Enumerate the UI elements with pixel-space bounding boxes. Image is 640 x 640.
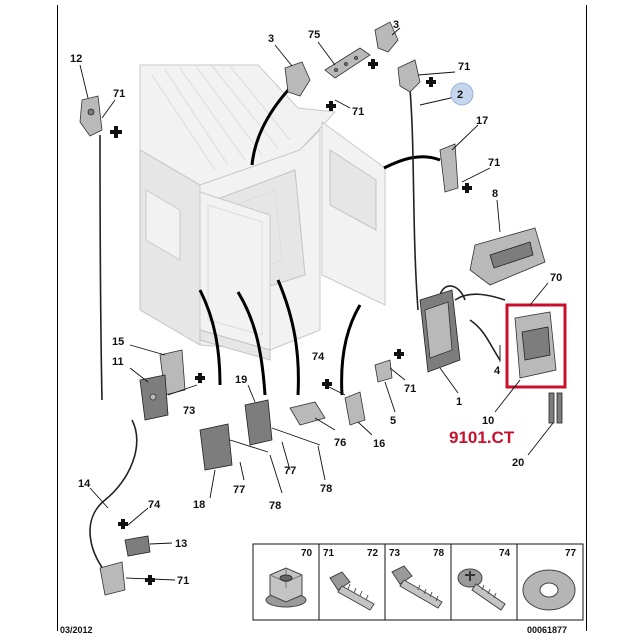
legend-label-71: 71: [323, 548, 335, 559]
callout-labels: 12 71 3 75 3 71 71 2 17 71 8 70 15 11 73…: [70, 19, 562, 587]
callout-70: 70: [550, 272, 562, 284]
cables: [89, 89, 506, 576]
washer-icon: [522, 569, 576, 611]
flange-nut-icon: [265, 567, 307, 608]
callout-17: 17: [476, 115, 488, 127]
callout-1: 1: [456, 396, 462, 408]
callout-74-lower: 74: [148, 499, 161, 511]
callout-18: 18: [193, 499, 205, 511]
leader-lines: [79, 27, 554, 581]
part-12-upper-lock: [79, 95, 103, 137]
legend-label-77: 77: [565, 548, 577, 559]
callout-14: 14: [78, 478, 91, 490]
callout-15: 15: [112, 336, 124, 348]
legend-label-70: 70: [301, 548, 313, 559]
callout-20: 20: [512, 457, 524, 469]
callout-5: 5: [390, 415, 396, 427]
callout-78-left: 78: [269, 500, 281, 512]
callout-77-left: 77: [233, 484, 245, 496]
part-11-lower-lock: [139, 374, 169, 421]
torx-screw-icon: [457, 568, 506, 611]
legend-label-78: 78: [433, 548, 445, 559]
legend-label-74: 74: [499, 548, 511, 559]
part-8-outer-handle: [469, 227, 546, 286]
callout-8: 8: [492, 188, 498, 200]
part-14-lower-lock: [99, 561, 126, 596]
callout-78: 78: [320, 483, 332, 495]
part-16-bracket: [344, 391, 366, 426]
callout-3-right: 3: [393, 19, 399, 31]
callout-77: 77: [284, 465, 296, 477]
fastener-legend: 70 71 72 73 78 74 77: [252, 543, 584, 621]
callout-13: 13: [175, 538, 187, 550]
part-19-bump-stop: [244, 399, 273, 446]
callout-71: 71: [113, 88, 125, 100]
callout-73: 73: [183, 405, 195, 417]
callout-75: 75: [308, 29, 320, 41]
part-20-rod: [548, 392, 563, 424]
legend-label-73: 73: [389, 548, 401, 559]
callout-16: 16: [373, 438, 385, 450]
long-bolt-icon: [391, 565, 443, 609]
part-5-bracket: [374, 359, 393, 383]
tightening-markers: [110, 59, 472, 585]
highlight-box: [505, 303, 567, 389]
callout-4: 4: [494, 365, 501, 377]
footer-doc-number: 00061877: [527, 625, 567, 635]
part-10-interior-handle: [514, 311, 557, 379]
callout-11: 11: [112, 356, 124, 368]
part-2-upper-lock: [397, 59, 421, 93]
callout-71-mid: 71: [352, 106, 364, 118]
callout-76: 76: [334, 437, 346, 449]
badge-2: [450, 82, 474, 106]
part-3-hinge-left: [284, 61, 311, 97]
part-3-hinge-right: [374, 21, 399, 53]
callout-10: 10: [482, 415, 494, 427]
callout-71-lower: 71: [177, 575, 189, 587]
part-1-lock-mechanism: [419, 289, 461, 373]
callout-74: 74: [312, 351, 325, 363]
part-75-plate: [324, 47, 371, 79]
legend-label-72: 72: [367, 548, 379, 559]
van-body: [139, 64, 386, 361]
highlight-reference: 9101.CT: [449, 428, 515, 447]
callout-12: 12: [70, 53, 82, 65]
bolts-77-78: [229, 427, 321, 453]
footer-date: 03/2012: [60, 625, 93, 635]
callout-71-lock: 71: [404, 383, 416, 395]
diagram-frame: [57, 5, 587, 631]
part-13-guide: [124, 535, 151, 557]
callout-2: 2: [457, 89, 463, 101]
part-76-plate: [289, 401, 326, 426]
callout-71-top: 71: [458, 61, 470, 73]
hex-screw-icon: [329, 571, 375, 611]
part-17-bracket: [439, 143, 459, 193]
callout-71-right: 71: [488, 157, 500, 169]
part-18-bump-stop: [199, 423, 233, 471]
callout-19: 19: [235, 374, 247, 386]
callout-3: 3: [268, 33, 274, 45]
location-pointers: [198, 86, 441, 396]
